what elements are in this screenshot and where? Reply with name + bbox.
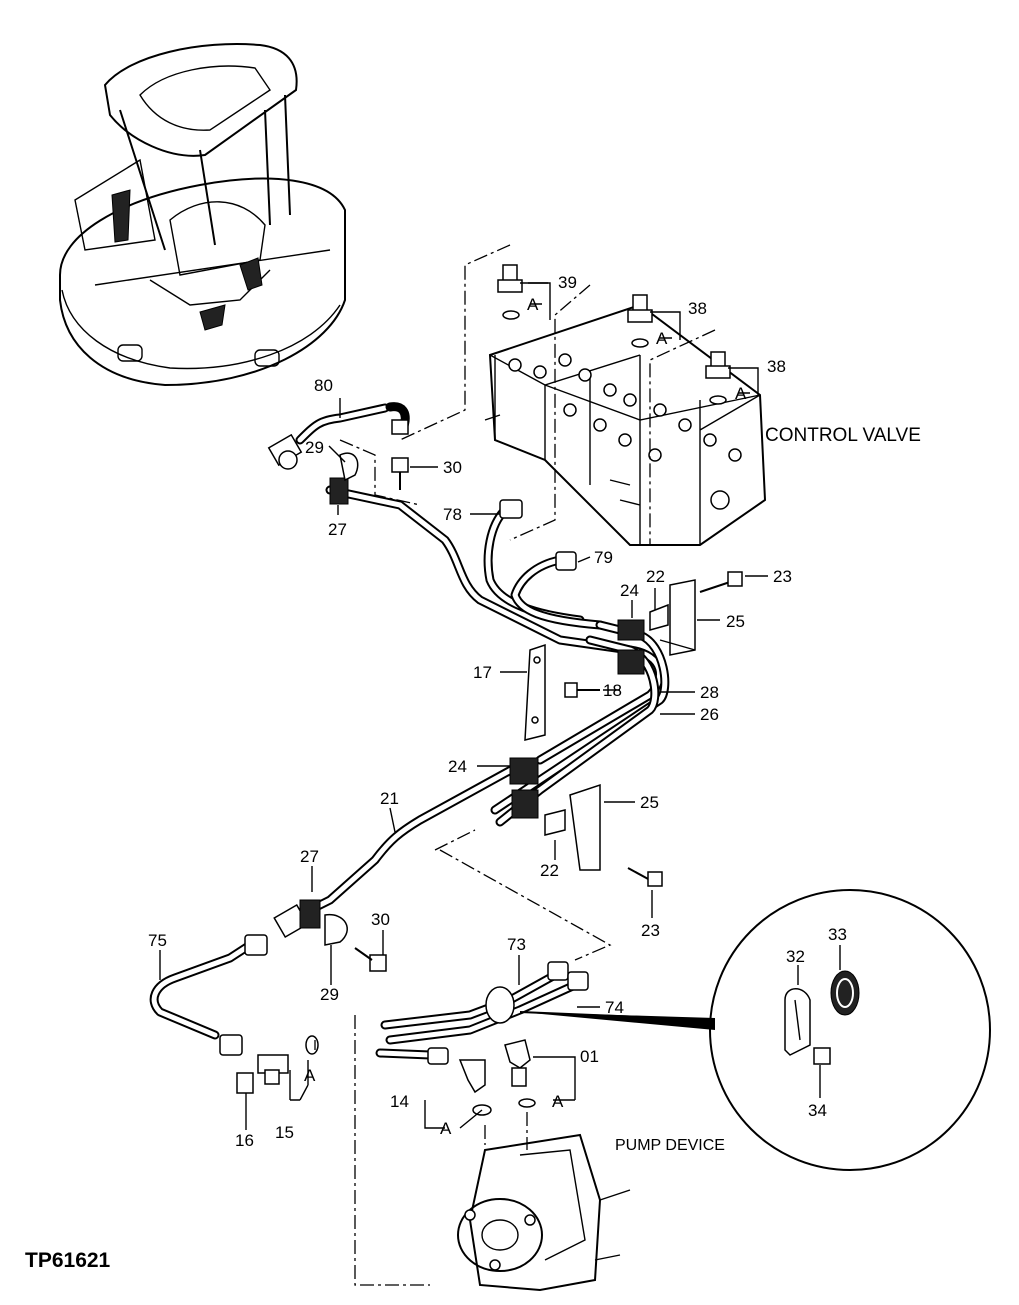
clamp-29-lower	[324, 914, 348, 946]
callout-27: 27	[300, 847, 319, 866]
callout-leaders	[159, 282, 841, 1130]
callout-32: 32	[786, 947, 805, 966]
clamp-24-upper	[617, 619, 645, 675]
bolt-18	[564, 682, 600, 698]
caption-control-valve: CONTROL VALVE	[765, 425, 921, 446]
callout-29: 29	[305, 438, 324, 457]
callout-labels: 39 A 38 A 38 A CONTROL VALVE 80 29 30 27…	[25, 273, 921, 1272]
clamp-29-upper	[339, 452, 359, 482]
dashline-lower	[434, 829, 612, 961]
hose-79	[510, 551, 605, 630]
fitting-38-lower	[705, 351, 731, 405]
drawing-id: TP61621	[25, 1249, 111, 1272]
leader-14	[424, 1100, 483, 1129]
callout-39: 39	[558, 273, 577, 292]
detail-circle	[709, 889, 991, 1171]
callout-34: 34	[808, 1101, 827, 1120]
o-ring	[305, 1035, 319, 1055]
fitting-15	[257, 1054, 289, 1085]
callout-22: 22	[540, 861, 559, 880]
bolt-23-lower	[627, 867, 663, 887]
callout-29: 29	[320, 985, 339, 1004]
callout-A: A	[735, 384, 747, 403]
bracket-25-lower	[569, 783, 601, 871]
detail-callout-wedge	[520, 1012, 715, 1030]
clamp-27-lower	[299, 899, 321, 929]
control-valve-block	[484, 303, 767, 546]
callout-80: 80	[314, 376, 333, 395]
callout-30: 30	[443, 458, 462, 477]
bracket-25-upper	[659, 579, 696, 656]
callout-A: A	[527, 295, 539, 314]
callout-14: 14	[390, 1092, 409, 1111]
o-ring-01	[518, 1098, 536, 1108]
callout-16: 16	[235, 1131, 254, 1150]
callout-25: 25	[726, 612, 745, 631]
callout-A: A	[440, 1119, 452, 1138]
hoses-73-74	[375, 961, 589, 1065]
clamp-27-upper	[329, 477, 349, 505]
callout-75: 75	[148, 931, 167, 950]
tube-lower-21	[273, 760, 525, 939]
callout-24: 24	[620, 581, 639, 600]
callout-17: 17	[473, 663, 492, 682]
callout-25: 25	[640, 793, 659, 812]
dashline-pump	[484, 1112, 528, 1150]
leader-01	[533, 1056, 576, 1101]
callout-79: 79	[594, 548, 613, 567]
callout-22: 22	[646, 567, 665, 586]
pump-device	[457, 1133, 631, 1292]
callout-A: A	[552, 1092, 564, 1111]
bracket-17	[524, 643, 546, 741]
callout-21: 21	[380, 789, 399, 808]
fitting-01	[504, 1039, 531, 1087]
bolt-30-upper	[391, 457, 409, 490]
caption-pump-device: PUMP DEVICE	[615, 1137, 725, 1154]
callout-18: 18	[603, 681, 622, 700]
hose-75	[149, 934, 268, 1056]
fitting-14	[458, 1059, 486, 1094]
callout-23: 23	[773, 567, 792, 586]
callout-15: 15	[275, 1123, 294, 1142]
bolt-30-lower	[354, 947, 387, 972]
callout-26: 26	[700, 705, 719, 724]
callout-01: 01	[580, 1047, 599, 1066]
spacer-22-lower	[544, 809, 566, 836]
fitting-16	[236, 1072, 254, 1094]
callout-30: 30	[371, 910, 390, 929]
callout-78: 78	[443, 505, 462, 524]
callout-23: 23	[641, 921, 660, 940]
callout-A: A	[304, 1066, 316, 1085]
spacer-22-upper	[649, 603, 669, 631]
tube-upper-21	[325, 485, 664, 765]
callout-38: 38	[767, 357, 786, 376]
callout-38: 38	[688, 299, 707, 318]
clamp-24-lower	[509, 757, 539, 819]
excavator-illustration	[59, 43, 346, 387]
callout-74: 74	[605, 998, 624, 1017]
callout-24: 24	[448, 757, 467, 776]
fitting-38-upper	[627, 294, 653, 348]
callout-A: A	[656, 329, 668, 348]
callout-28: 28	[700, 683, 719, 702]
bolt-23-upper	[699, 571, 743, 593]
fitting-39	[497, 264, 523, 320]
callout-27: 27	[328, 520, 347, 539]
leader-15	[289, 1060, 309, 1101]
callout-33: 33	[828, 925, 847, 944]
hose-80	[267, 402, 410, 470]
dashline-pump-left	[354, 1015, 430, 1286]
callout-73: 73	[507, 935, 526, 954]
